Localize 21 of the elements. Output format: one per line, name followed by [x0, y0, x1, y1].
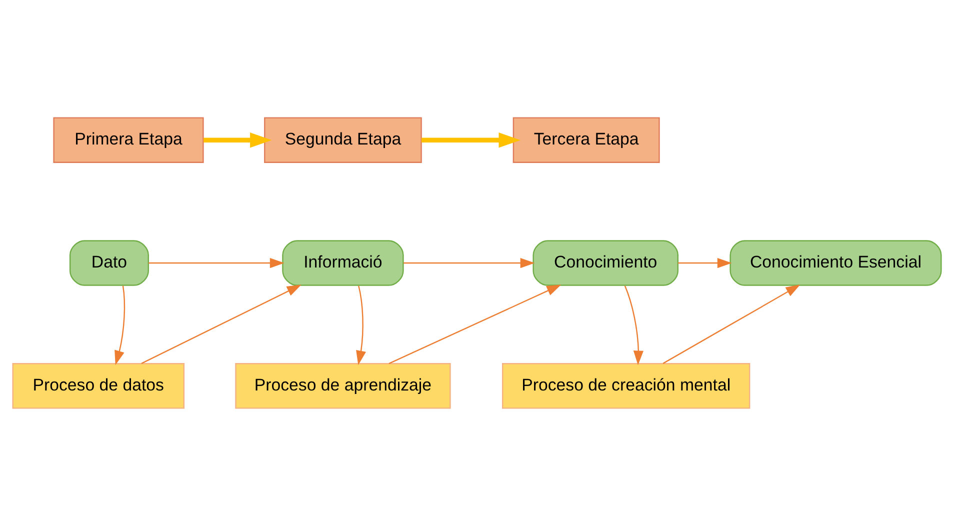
- node-box: Primera Etapa: [53, 116, 204, 162]
- node-box: Conocimiento: [532, 240, 678, 286]
- node-box: Proceso de creación mental: [502, 362, 750, 408]
- node-box: Conocimiento Esencial: [730, 240, 942, 286]
- arrow: [421, 132, 520, 148]
- node-box: Dato: [69, 240, 149, 286]
- arrow: [148, 257, 284, 268]
- arrow: [678, 257, 732, 268]
- node-box: Tercera Etapa: [512, 116, 660, 162]
- arrow: [404, 257, 535, 268]
- node-box: Informació: [282, 240, 404, 286]
- arrow: [356, 285, 366, 365]
- arrow: [624, 285, 644, 365]
- arrow: [114, 285, 126, 365]
- arrow: [662, 284, 800, 364]
- node-box: Proceso de datos: [12, 362, 185, 408]
- arrow: [388, 284, 562, 364]
- arrow: [141, 284, 302, 364]
- node-box: Proceso de aprendizaje: [235, 362, 451, 408]
- arrow: [203, 132, 272, 148]
- node-box: Segunda Etapa: [264, 116, 422, 162]
